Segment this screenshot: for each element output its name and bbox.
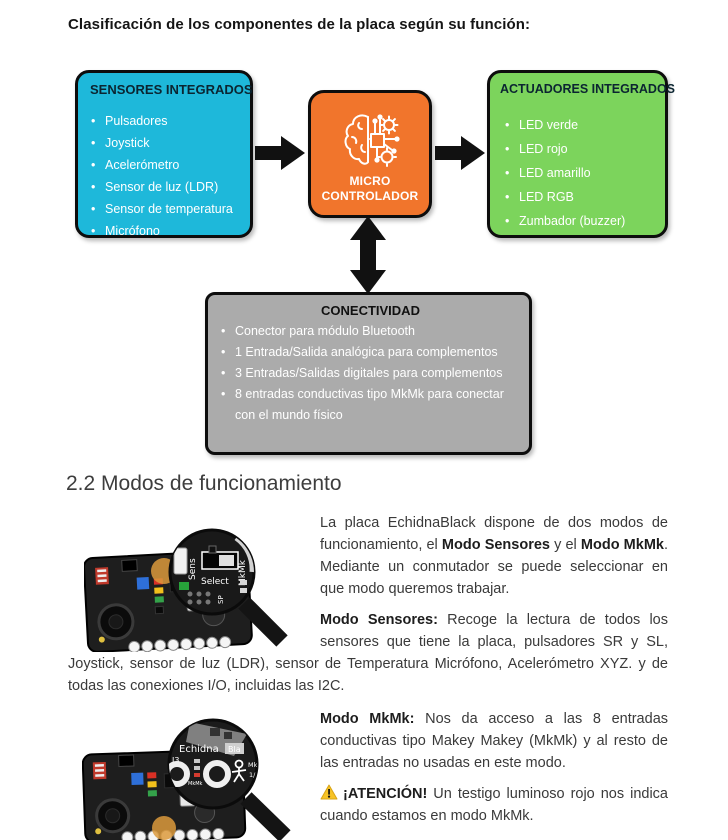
list-item: LED RGB bbox=[504, 185, 661, 209]
lens-label-select: Select bbox=[201, 577, 229, 587]
lens-label-one-slash: 1/ bbox=[249, 771, 256, 779]
echidna-board-magnifier-mkmk-led: Echidna Bla I3 MkMk MkM 1/ bbox=[82, 718, 291, 840]
warning-icon bbox=[320, 784, 338, 800]
list-item: 8 entradas conductivas tipo MkMk para co… bbox=[220, 384, 521, 426]
list-item: Zumbador (buzzer) bbox=[504, 209, 661, 233]
sensors-box-title: SENSORES INTEGRADOS bbox=[90, 82, 253, 97]
list-item: LED amarillo bbox=[504, 161, 661, 185]
magnifier-handle bbox=[238, 597, 288, 647]
makey-figure-icon bbox=[231, 759, 247, 783]
lens-label-sp: SP bbox=[217, 595, 225, 604]
actuators-box: ACTUADORES INTEGRADOS LED verde LED rojo… bbox=[487, 70, 676, 238]
echidna-board-magnifier-select-switch: Sens MkMk Select SP bbox=[84, 528, 288, 652]
section-heading: 2.2 Modos de funcionamiento bbox=[66, 472, 342, 495]
board-image-1: Sens MkMk Select SP bbox=[68, 512, 320, 652]
modes-text-block-1: Sens MkMk Select SP La placa Ec bbox=[68, 512, 668, 706]
connectivity-box: CONECTIVIDAD Conector para módulo Blueto… bbox=[205, 292, 532, 455]
lens-label-mkm: MkM bbox=[248, 761, 263, 769]
list-item: Conector para módulo Bluetooth bbox=[220, 321, 521, 342]
lens-label-sens: Sens bbox=[188, 558, 198, 580]
connectivity-list: Conector para módulo Bluetooth 1 Entrada… bbox=[220, 321, 521, 426]
list-item: Micrófono bbox=[90, 220, 244, 242]
paragraph-intro: La placa EchidnaBlack dispone de dos mod… bbox=[320, 515, 669, 597]
list-item: Joystick bbox=[90, 132, 244, 154]
paragraph-modo-sensores: Modo Sensores: Recoge la lectura de todo… bbox=[68, 612, 668, 694]
list-item: Pulsadores bbox=[90, 110, 244, 132]
list-item: 1 Entrada/Salida analógica para compleme… bbox=[220, 342, 521, 363]
arrow-right-sensors-to-micro bbox=[255, 136, 305, 170]
lens-label-i3: I3 bbox=[172, 756, 179, 765]
sensors-box: SENSORES INTEGRADOS Pulsadores Joystick … bbox=[75, 70, 253, 242]
arrow-right-micro-to-actuators bbox=[435, 136, 485, 170]
connectivity-box-title: CONECTIVIDAD bbox=[321, 303, 420, 318]
actuators-box-title: ACTUADORES INTEGRADOS bbox=[500, 82, 676, 96]
list-item: Acelerómetro bbox=[90, 154, 244, 176]
list-item: LED rojo bbox=[504, 137, 661, 161]
list-item: LED verde bbox=[504, 113, 661, 137]
list-item: Sensor de luz (LDR) bbox=[90, 176, 244, 198]
paragraph-warning: ¡ATENCIÓN! Un testigo luminoso rojo nos … bbox=[320, 784, 668, 824]
lens-label-brand: Echidna bbox=[179, 744, 219, 755]
list-item: 3 Entradas/Salidas digitales para comple… bbox=[220, 363, 521, 384]
modes-text-block-2: Echidna Bla I3 MkMk MkM 1/ bbox=[68, 708, 668, 840]
microcontroller-box: MICRO CONTROLADOR bbox=[308, 90, 432, 218]
list-item: Sensor de temperatura bbox=[90, 198, 244, 220]
actuators-list: LED verde LED rojo LED amarillo LED RGB … bbox=[500, 113, 661, 233]
lens-label-brand-badge: Bla bbox=[228, 745, 241, 754]
brain-circuit-icon bbox=[344, 113, 400, 167]
arrow-vertical-micro-connectivity bbox=[350, 216, 386, 294]
board-image-2: Echidna Bla I3 MkMk MkM 1/ bbox=[68, 708, 320, 840]
lens-label-mkmk-small: MkMk bbox=[188, 781, 203, 787]
highlight-glow bbox=[152, 816, 176, 840]
lens-label-mkmk: MkMk bbox=[238, 559, 248, 586]
paragraph-modo-mkmk: Modo MkMk: Nos da acceso a las 8 entrada… bbox=[320, 711, 669, 771]
microcontroller-label: MICRO CONTROLADOR bbox=[321, 173, 419, 203]
page-title: Clasificación de los componentes de la p… bbox=[68, 16, 531, 33]
magnifier-handle bbox=[240, 792, 291, 840]
sensors-list: Pulsadores Joystick Acelerómetro Sensor … bbox=[90, 110, 244, 242]
